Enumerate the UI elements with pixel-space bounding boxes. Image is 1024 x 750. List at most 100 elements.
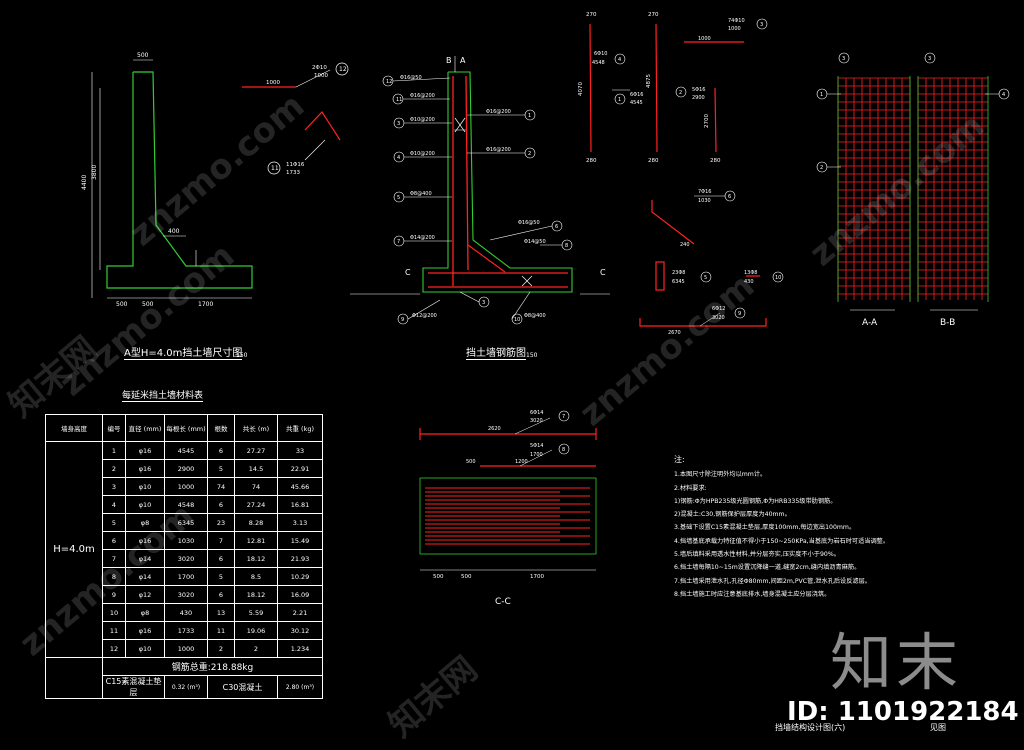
svg-text:1: 1 — [820, 92, 823, 98]
dim-height: 4400 — [81, 175, 88, 190]
table-cell: 5 — [207, 459, 235, 478]
section-cc-label: C-C — [495, 597, 511, 607]
spacing-d2: Φ10@200 — [410, 151, 435, 157]
table-cell: 5 — [102, 513, 126, 532]
table-cell: 2900 — [164, 459, 208, 478]
note-line: 7.挡土墙采用泄水孔,孔径Φ80mm,间距2m,PVC管,泄水孔后设反滤层。 — [674, 577, 871, 585]
table-cell: 6 — [207, 585, 235, 604]
section-bb-label: B-B — [940, 318, 955, 328]
c15-label: C15素混凝土垫层 — [102, 675, 165, 699]
dim-height-2: 3800 — [91, 165, 98, 180]
table-cell: φ10 — [125, 639, 165, 658]
note-line: 8.挡土墙施工时应注意基底排水,墙身混凝土应分层浇筑。 — [674, 590, 831, 598]
table-cell: 8.5 — [234, 567, 278, 586]
dim-bottom-1700: 1700 — [198, 301, 213, 308]
svg-text:4: 4 — [397, 155, 400, 161]
bar2-label: 5Φ16 — [692, 87, 705, 93]
wall-dimension-drawing: 500 4400 3800 400 500 500 1700 — [81, 52, 253, 308]
svg-text:11: 11 — [396, 97, 402, 103]
dim-drawing-scale: 150 — [236, 352, 248, 359]
dim-drawing-title: A型H=4.0m挡土墙尺寸图 — [124, 348, 243, 360]
spacing-f: Φ14@200 — [410, 235, 435, 241]
bar11-label: 11Φ16 — [286, 162, 305, 168]
svg-text:3: 3 — [760, 22, 763, 28]
dim-bottom-500b: 500 — [142, 301, 154, 308]
header-total-weight: 共重 (kg) — [277, 414, 323, 442]
table-cell: 1000 — [164, 477, 208, 496]
dim-270-a: 270 — [586, 12, 597, 18]
wall-concrete-outline — [106, 71, 253, 289]
table-cell: 12.81 — [234, 531, 278, 550]
bar5-len: 6345 — [672, 279, 685, 285]
svg-text:6: 6 — [555, 224, 558, 230]
table-cell: 18.12 — [234, 585, 278, 604]
svg-text:7: 7 — [397, 239, 400, 245]
table-cell: 10.29 — [277, 567, 323, 586]
table-header-row: 墙身高度 编号 直径 (mm) 每根长 (mm) 根数 共长 (m) 共重 (k… — [45, 414, 323, 442]
cc-dim-500b: 500 — [461, 574, 472, 580]
svg-text:12: 12 — [386, 79, 392, 85]
table-cell: 11 — [102, 621, 126, 640]
bar10-len: 430 — [744, 279, 754, 285]
table-title: 每延米挡土墙材料表 — [122, 391, 204, 402]
svg-text:7: 7 — [562, 414, 565, 420]
spacing-a: Φ16@50 — [400, 75, 422, 81]
table-cell: 4 — [102, 495, 126, 514]
dim-top: 500 — [137, 52, 149, 59]
table-cell: 30.12 — [277, 621, 323, 640]
bar6-label: 7Φ16 — [698, 189, 711, 195]
note-line: 3.基础下设置C15素混凝土垫层,厚度100mm,每边宽出100mm。 — [674, 524, 856, 532]
spacing-e: Φ8@400 — [410, 191, 432, 197]
note-line: 1.本图尺寸除注明外均以mm计。 — [674, 471, 767, 479]
title-block-name: 挡墙结构设计图(六) — [775, 723, 846, 732]
table-cell: 1.234 — [277, 639, 323, 658]
header-diameter: 直径 (mm) — [125, 414, 165, 442]
spacing-g: Φ14@50 — [524, 239, 546, 245]
bar1-label: 6Φ16 — [630, 92, 643, 98]
table-cell: 15.49 — [277, 531, 323, 550]
svg-text:3: 3 — [397, 121, 400, 127]
group-label: H=4.0m — [45, 441, 103, 658]
dim-400: 400 — [168, 228, 180, 235]
table-cell: 27.27 — [234, 441, 278, 460]
table-cell: 74 — [207, 477, 235, 496]
table-cell: 2.21 — [277, 603, 323, 622]
brand-watermark: 知末 — [830, 626, 963, 699]
bar-6-detail: 6 7Φ16 1030 240 — [651, 189, 736, 248]
table-cell: 6 — [207, 441, 235, 460]
table-cell: 14.5 — [234, 459, 278, 478]
dim-280-b: 280 — [648, 158, 659, 164]
bar7-label: 6Φ14 — [530, 410, 543, 416]
rebar-drawing-scale: 150 — [526, 352, 538, 359]
svg-text:3: 3 — [482, 300, 485, 306]
total-steel: 钢筋总重:218.88kg — [102, 657, 323, 676]
table-cell: 1733 — [164, 621, 208, 640]
bar12-len: 1000 — [266, 80, 280, 86]
note-line: 2)混凝土:C30,钢筋保护层厚度为40mm。 — [674, 511, 791, 519]
cut-c-left: C — [405, 268, 411, 277]
bar7-len: 3020 — [530, 418, 543, 424]
dim-240: 240 — [680, 242, 690, 248]
dim-280-a: 280 — [586, 158, 597, 164]
table-cell: 21.93 — [277, 549, 323, 568]
bar3-label: 74Φ10 — [728, 18, 745, 24]
table-cell: 8.28 — [234, 513, 278, 532]
svg-text:8: 8 — [565, 243, 568, 249]
svg-text:2: 2 — [679, 90, 682, 96]
spacing-c: Φ12@200 — [412, 313, 437, 319]
bar3-len2: 1000 — [698, 36, 711, 42]
c30-label: C30混凝土 — [207, 675, 278, 699]
spacing-h2: Φ16@200 — [486, 147, 511, 153]
table-cell: 2 — [234, 639, 278, 658]
table-cell: 2 — [102, 459, 126, 478]
spacing-d: Φ10@200 — [410, 117, 435, 123]
bar4-len: 4548 — [592, 60, 605, 66]
note-line: 1)钢筋:Φ为HPB235级光圆钢筋,Φ为HRB335级带肋钢筋。 — [674, 497, 837, 505]
cut-b: B — [446, 56, 452, 65]
